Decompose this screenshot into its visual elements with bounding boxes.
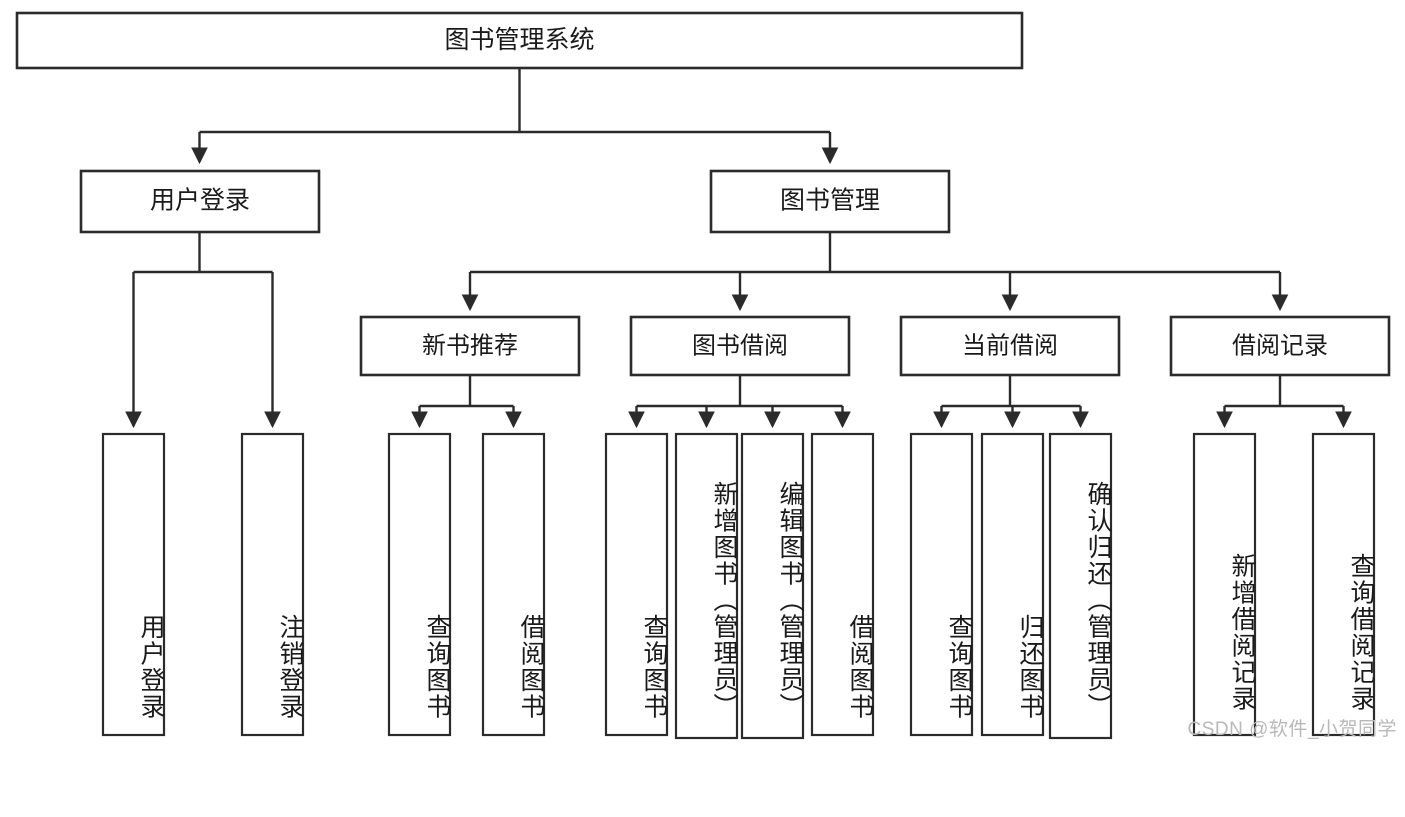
node-current-borrow[interactable]: 当前借阅 [899, 315, 1121, 377]
flowchart-canvas: 图书管理系统 用户登录 图书管理 新书推荐 图书借阅 当前借阅 借阅记录 [15, 11, 1397, 740]
leaf-query-book-rec-box[interactable] [387, 432, 452, 737]
csdn-watermark: CSDN @软件_小贺同学 [1187, 719, 1397, 740]
leaf-borrow-book-box[interactable] [810, 432, 875, 737]
node-new-book-rec-box[interactable] [359, 315, 581, 377]
node-current-borrow-box[interactable] [899, 315, 1121, 377]
node-current-borrow-label: 当前借阅 [962, 332, 1058, 359]
hierarchy-diagram-svg: 图书管理系统 用户登录 图书管理 新书推荐 图书借阅 当前借阅 借阅记录 [15, 11, 1391, 740]
leaf-return-book-box[interactable] [980, 432, 1045, 737]
leaf-add-borrow-record-box[interactable] [1192, 432, 1257, 737]
leaf-edit-book-admin-box[interactable] [740, 432, 805, 740]
node-user-login-label: 用户登录 [150, 187, 250, 215]
leaf-user-login-box[interactable] [101, 432, 166, 737]
leaf-borrow-book-rec-box[interactable] [481, 432, 546, 737]
node-root-label: 图书管理系统 [444, 26, 594, 54]
node-book-borrow-box[interactable] [629, 315, 851, 377]
node-book-borrow[interactable]: 图书借阅 [629, 315, 851, 377]
node-root-book-management-system[interactable]: 图书管理系统 [15, 11, 1024, 70]
leaf-query-book-current-box[interactable] [909, 432, 974, 737]
node-borrow-record-label: 借阅记录 [1232, 332, 1328, 359]
leaf-confirm-return-admin-box[interactable] [1048, 432, 1113, 740]
node-book-manage-box[interactable] [709, 169, 951, 234]
node-book-manage[interactable]: 图书管理 [709, 169, 951, 234]
leaf-add-book-admin-box[interactable] [674, 432, 739, 740]
node-new-book-rec[interactable]: 新书推荐 [359, 315, 581, 377]
node-root-box[interactable] [15, 11, 1024, 70]
node-new-book-rec-label: 新书推荐 [422, 332, 518, 359]
leaf-user-logout-box[interactable] [240, 432, 305, 737]
node-borrow-record[interactable]: 借阅记录 [1169, 315, 1391, 377]
leaf-query-borrow-record-box[interactable] [1311, 432, 1376, 737]
node-book-borrow-label: 图书借阅 [692, 332, 788, 359]
leaf-layer [101, 432, 1376, 740]
connector-layer [125, 68, 1352, 429]
node-borrow-record-box[interactable] [1169, 315, 1391, 377]
leaf-query-book-borrow-box[interactable] [604, 432, 669, 737]
node-user-login[interactable]: 用户登录 [79, 169, 321, 234]
node-user-login-box[interactable] [79, 169, 321, 234]
node-book-manage-label: 图书管理 [780, 187, 880, 215]
